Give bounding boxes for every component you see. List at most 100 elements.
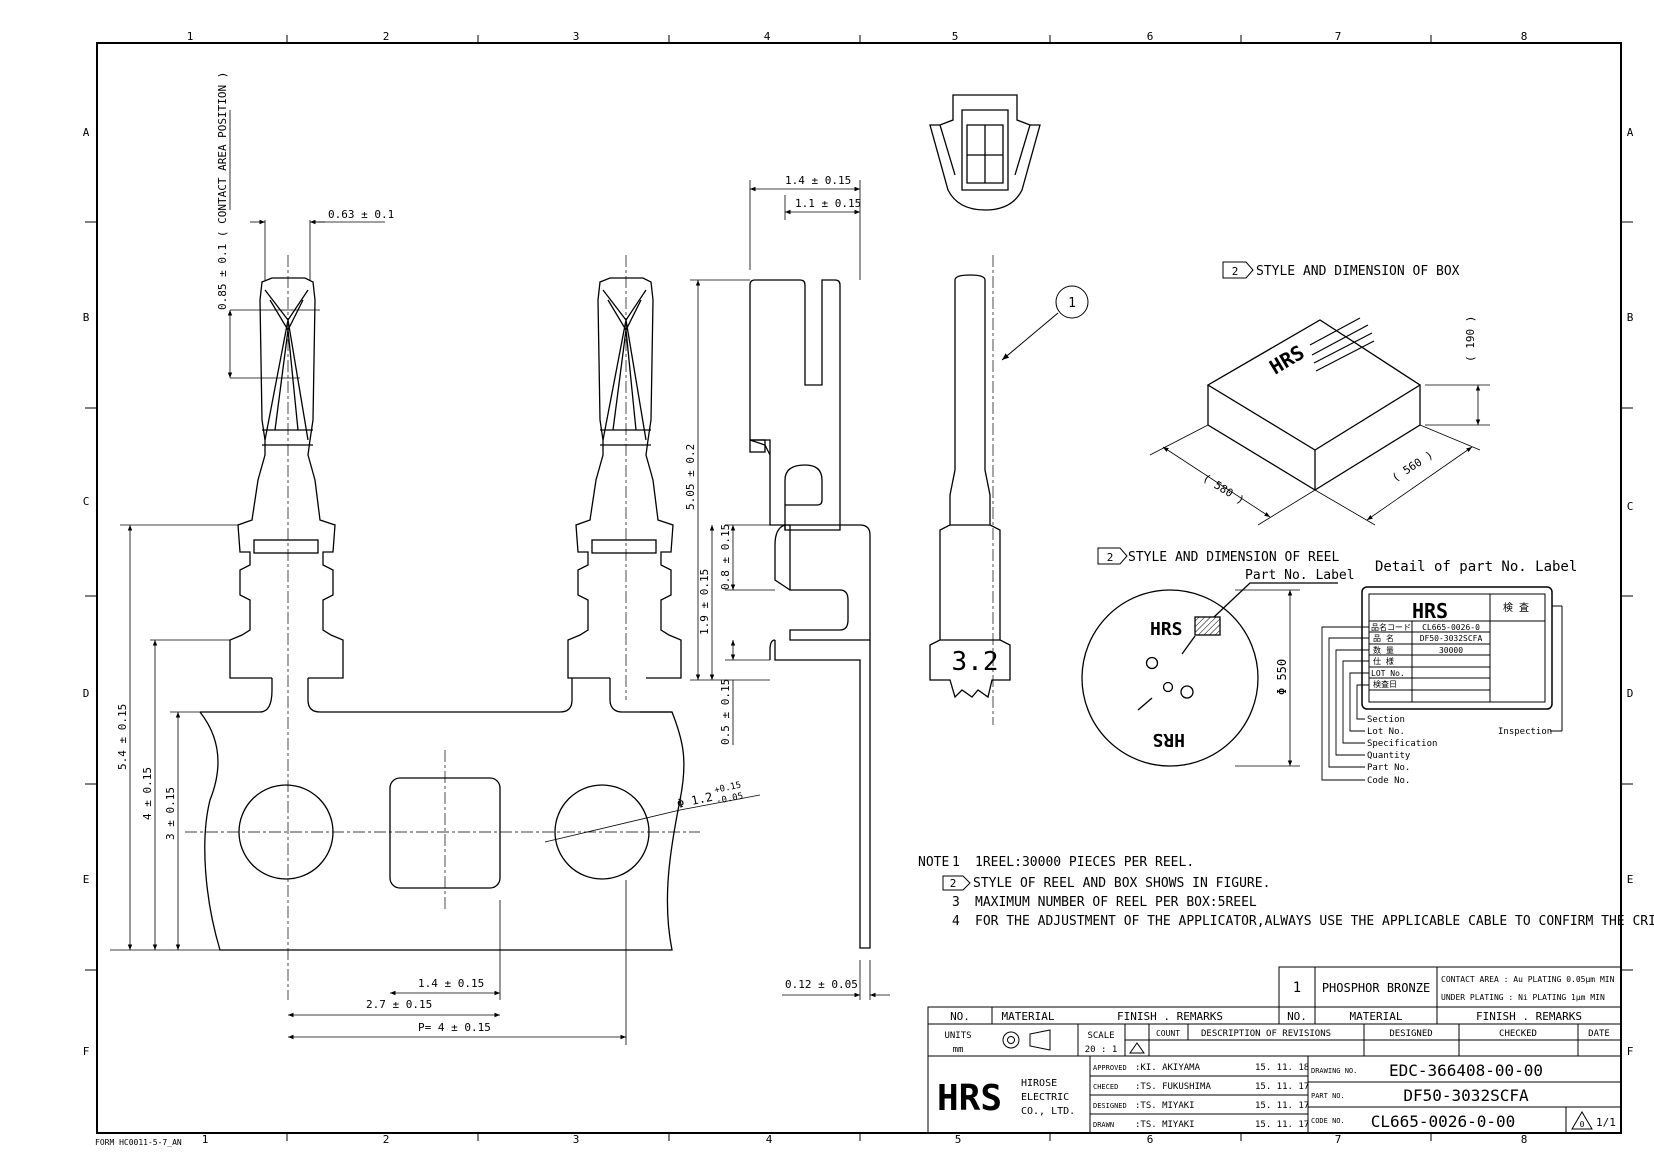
tb-designed: DESIGNED xyxy=(1389,1029,1432,1039)
row-label: F xyxy=(1627,1045,1634,1058)
reel-drawing xyxy=(1081,582,1338,767)
col-label: 2 xyxy=(383,1133,390,1146)
label-callout-lines xyxy=(1321,626,1369,781)
col-label: 8 xyxy=(1521,30,1528,43)
title-block-lines xyxy=(927,966,1622,1134)
tb-company-2: ELECTRIC xyxy=(1021,1092,1069,1103)
row-label: E xyxy=(1627,873,1634,886)
revision-triangle-icon xyxy=(1129,1042,1145,1054)
dim-side-14: 1.4 ± 0.15 xyxy=(785,174,851,187)
row-label: F xyxy=(83,1045,90,1058)
tb-item-no: 1 xyxy=(1293,980,1301,996)
revision-triangle-icon xyxy=(1571,1111,1593,1130)
col-label: 6 xyxy=(1147,30,1154,43)
label-row-key: 数 量 xyxy=(1373,645,1394,655)
tb-units: mm xyxy=(953,1045,964,1055)
label-row-key: 仕 様 xyxy=(1373,656,1394,666)
tb-drawn-date: 15. 11. 17 xyxy=(1255,1120,1309,1130)
border-row-labels: A B C D E F A B C D E F xyxy=(83,126,1634,1058)
top-view-dimension-text: 0.85 ± 0.1 ( CONTACT AREA POSITION ) 0.6… xyxy=(116,72,744,1034)
dim-side-11: 1.1 ± 0.15 xyxy=(795,197,861,210)
note-flag-icon xyxy=(1222,261,1254,279)
dim-width-27: 2.7 ± 0.15 xyxy=(366,998,432,1011)
reel-diameter: Φ 550 xyxy=(1275,659,1289,695)
tb-date: DATE xyxy=(1588,1029,1610,1039)
dim-side-19: 1.9 ± 0.15 xyxy=(698,569,711,635)
note-text: 1REEL:30000 PIECES PER REEL. xyxy=(975,855,1194,870)
col-label: 6 xyxy=(1147,1133,1154,1146)
tb-drawing-no: EDC-366408-00-00 xyxy=(1389,1061,1543,1080)
label-inspection: Inspection xyxy=(1498,727,1552,737)
item-callout-number: 1 xyxy=(1068,296,1076,311)
tb-company-logo: HRS xyxy=(937,1078,1002,1119)
tb-units-label: UNITS xyxy=(944,1031,971,1041)
note-number: 3 xyxy=(952,895,960,910)
tb-drawn-label: DRAWN xyxy=(1093,1121,1114,1129)
tb-header-material: MATERIAL xyxy=(1350,1010,1403,1023)
reel-dimensions xyxy=(1235,589,1300,767)
note-number: 2 xyxy=(950,877,957,890)
dim-width-14: 1.4 ± 0.15 xyxy=(418,977,484,990)
tb-code-no: CL665-0026-0-00 xyxy=(1371,1112,1516,1131)
reel-title: STYLE AND DIMENSION OF REEL xyxy=(1128,550,1339,565)
col-label: 1 xyxy=(202,1133,209,1146)
dim-contact-area: 0.85 ± 0.1 ( CONTACT AREA POSITION ) xyxy=(216,72,229,310)
dim-pitch: P= 4 ± 0.15 xyxy=(418,1021,491,1034)
tb-drawing-no-label: DRAWING NO. xyxy=(1311,1067,1357,1075)
form-number: FORM HC0011-5-7_AN xyxy=(95,1138,182,1147)
label-detail-title: Detail of part No. Label xyxy=(1375,559,1577,575)
box-title: STYLE AND DIMENSION OF BOX xyxy=(1256,264,1460,279)
top-view-dimensions xyxy=(110,110,761,1045)
tb-approved-date: 15. 11. 18 xyxy=(1255,1063,1309,1073)
tb-part-no-label: PART NO. xyxy=(1311,1092,1345,1100)
note-number: 4 xyxy=(952,914,960,929)
tb-count: COUNT xyxy=(1156,1029,1180,1038)
sheet-border xyxy=(96,42,1622,1134)
tb-sheet: 1/1 xyxy=(1596,1116,1616,1129)
tb-part-no: DF50-3032SCFA xyxy=(1403,1086,1529,1105)
front-view xyxy=(929,274,1011,699)
tb-company-3: CO., LTD. xyxy=(1021,1106,1075,1117)
label-row-key: 品 名 xyxy=(1373,633,1394,643)
row-label: B xyxy=(83,311,90,324)
box-heading: 2 STYLE AND DIMENSION OF BOX xyxy=(1222,261,1460,279)
reel-part-label: Part No. Label xyxy=(1245,568,1355,583)
tb-checked: CHECKED xyxy=(1499,1029,1537,1039)
side-view-dimensions xyxy=(690,180,890,1000)
side-view-dimension-text: 1.4 ± 0.15 1.1 ± 0.15 5.05 ± 0.2 1.9 ± 0… xyxy=(684,174,861,991)
label-callout: Section xyxy=(1367,715,1405,725)
row-label: B xyxy=(1627,311,1634,324)
tb-checked-label: CHECED xyxy=(1093,1083,1118,1091)
dim-side-012: 0.12 ± 0.05 xyxy=(785,978,858,991)
top-view-centerlines xyxy=(185,255,700,1000)
tb-header-material: MATERIAL xyxy=(1002,1010,1055,1023)
label-callout: Specification xyxy=(1367,739,1437,749)
tb-finish-1: CONTACT AREA : Au PLATING 0.05μm MIN xyxy=(1441,975,1615,984)
dim-height-4: 4 ± 0.15 xyxy=(141,767,154,820)
border-column-labels: 1 2 3 4 5 6 7 8 1 2 3 4 5 6 7 8 xyxy=(187,30,1528,1146)
item-callout xyxy=(1001,285,1089,361)
box-drawing xyxy=(1206,319,1422,491)
label-row-value: 30000 xyxy=(1439,646,1463,655)
note-number: 1 xyxy=(952,855,960,870)
tb-scale-label: SCALE xyxy=(1087,1031,1114,1041)
dim-side-05: 0.5 ± 0.15 xyxy=(719,679,732,745)
row-label: D xyxy=(83,687,90,700)
tb-header-no: NO. xyxy=(1287,1010,1307,1023)
dim-side-08: 0.8 ± 0.15 xyxy=(719,524,732,590)
notes: NOTE 1 1REEL:30000 PIECES PER REEL. 2 ST… xyxy=(918,855,1654,929)
note-text: FOR THE ADJUSTMENT OF THE APPLICATOR,ALW… xyxy=(975,914,1654,929)
box-dimensions xyxy=(1149,384,1490,526)
dim-front-32: 3.2 xyxy=(952,647,999,677)
title-block-text: 1 PHOSPHOR BRONZE CONTACT AREA : Au PLAT… xyxy=(937,975,1616,1131)
tb-designed-by: :TS. MIYAKI xyxy=(1135,1101,1195,1111)
dim-side-505: 5.05 ± 0.2 xyxy=(684,444,697,510)
label-inspect-header: 検 査 xyxy=(1503,601,1529,614)
label-row-value: CL665-0026-0 xyxy=(1422,623,1480,632)
tb-approved-label: APPROVED xyxy=(1093,1064,1127,1072)
note-text: MAXIMUM NUMBER OF REEL PER BOX:5REEL xyxy=(975,895,1257,910)
tb-header-finish: FINISH . REMARKS xyxy=(1117,1010,1223,1023)
reel-logo-bottom: HRS xyxy=(1152,729,1185,750)
projection-symbol-icon xyxy=(1002,1029,1051,1051)
